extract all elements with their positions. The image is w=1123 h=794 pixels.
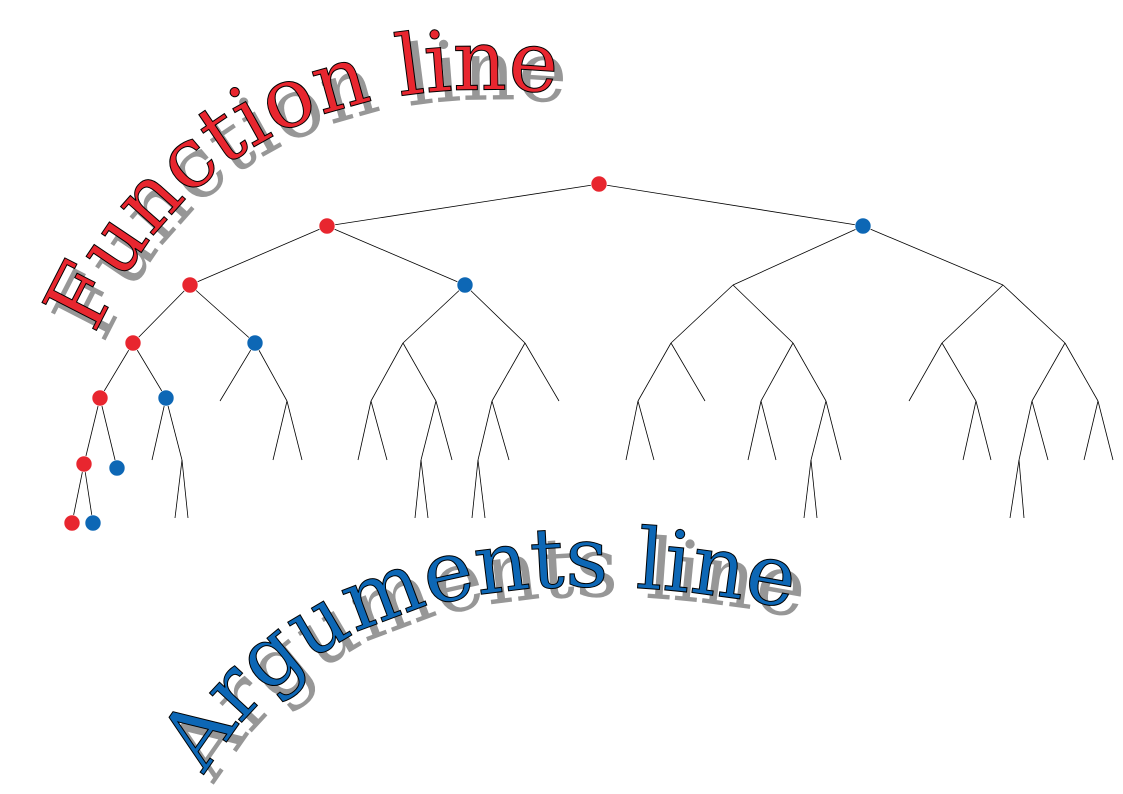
tree-edge xyxy=(254,342,288,402)
tree-edge xyxy=(760,400,777,461)
argument-node xyxy=(157,389,175,407)
tree-edge xyxy=(414,459,422,519)
tree-edge xyxy=(524,342,560,402)
argument-node xyxy=(456,276,474,294)
tree-edge xyxy=(99,342,134,399)
tree-edge xyxy=(1097,400,1114,461)
tree-edge xyxy=(810,400,827,461)
tree-edge xyxy=(625,400,639,461)
tree-nodes xyxy=(63,175,872,532)
tree-edge xyxy=(732,225,864,286)
tree-edge xyxy=(1083,400,1099,461)
tree-edge xyxy=(1031,342,1066,402)
tree-edge xyxy=(825,400,842,461)
tree-edge xyxy=(491,342,526,402)
tree-edge xyxy=(402,284,466,344)
tree-edge xyxy=(435,400,453,461)
tree-edge xyxy=(151,397,167,461)
tree-edge xyxy=(1009,459,1020,519)
tree-edge xyxy=(908,342,943,402)
tree-edge xyxy=(99,397,118,469)
tree-edge xyxy=(272,400,288,461)
tree-edge xyxy=(165,397,183,461)
arguments-line-label: Arguments line Arguments line xyxy=(139,508,815,794)
argument-node xyxy=(854,217,872,235)
tree-edge xyxy=(941,342,977,402)
tree-edge xyxy=(747,400,762,461)
tree-edge xyxy=(83,397,101,465)
tree-edge xyxy=(477,400,493,461)
tree-edge xyxy=(491,400,510,461)
function-node xyxy=(181,276,199,294)
tree-edge xyxy=(71,463,85,524)
tree-edge xyxy=(464,284,526,344)
tree-edge xyxy=(941,284,1004,344)
function-line-label: Function line Function line xyxy=(24,11,570,354)
tree-edge xyxy=(598,183,864,227)
tree-edges xyxy=(71,183,1114,524)
tree-edge xyxy=(670,284,734,344)
tree-edge xyxy=(1018,459,1025,519)
function-node xyxy=(590,175,608,193)
tree-edge xyxy=(637,342,672,402)
tree-edge xyxy=(862,225,1004,286)
tree-edge xyxy=(286,400,303,461)
tree-edge xyxy=(83,463,94,524)
tree-edge xyxy=(792,342,827,402)
tree-edge xyxy=(370,400,388,461)
tree-edge xyxy=(181,459,189,519)
tree-edge xyxy=(1031,400,1049,461)
function-line-text: Function line xyxy=(25,11,562,343)
tree-edge xyxy=(189,284,256,344)
tree-edge xyxy=(471,459,479,519)
tree-edge xyxy=(477,459,486,519)
tree-edge xyxy=(810,459,818,519)
argument-node xyxy=(108,459,126,477)
function-node xyxy=(63,514,81,532)
function-node xyxy=(124,334,142,352)
tree-edge xyxy=(326,183,600,227)
tree-edge xyxy=(370,342,404,402)
function-node xyxy=(75,455,93,473)
tree-edge xyxy=(962,400,977,461)
argument-node xyxy=(246,334,264,352)
tree-edge xyxy=(357,400,372,461)
tree-edge xyxy=(420,459,429,519)
tree-edge xyxy=(760,342,794,402)
tree-edge xyxy=(189,225,328,286)
tree-edge xyxy=(1018,400,1033,461)
function-node xyxy=(318,217,336,235)
tree-edge xyxy=(637,400,655,461)
tree-edge xyxy=(420,400,437,461)
tree-edge xyxy=(732,284,794,344)
tree-edge xyxy=(803,459,812,519)
tree-edge xyxy=(174,459,183,519)
function-node xyxy=(91,389,109,407)
tree-edge xyxy=(1002,284,1066,344)
tree-edge xyxy=(1064,342,1099,402)
tree-edge xyxy=(975,400,992,461)
argument-node xyxy=(84,514,102,532)
tree-edge xyxy=(402,342,437,402)
tree-edge xyxy=(132,342,167,399)
tree-edge xyxy=(132,284,191,344)
tree-edge xyxy=(670,342,706,402)
tree-edge xyxy=(219,342,256,402)
tree-edge xyxy=(326,225,466,286)
